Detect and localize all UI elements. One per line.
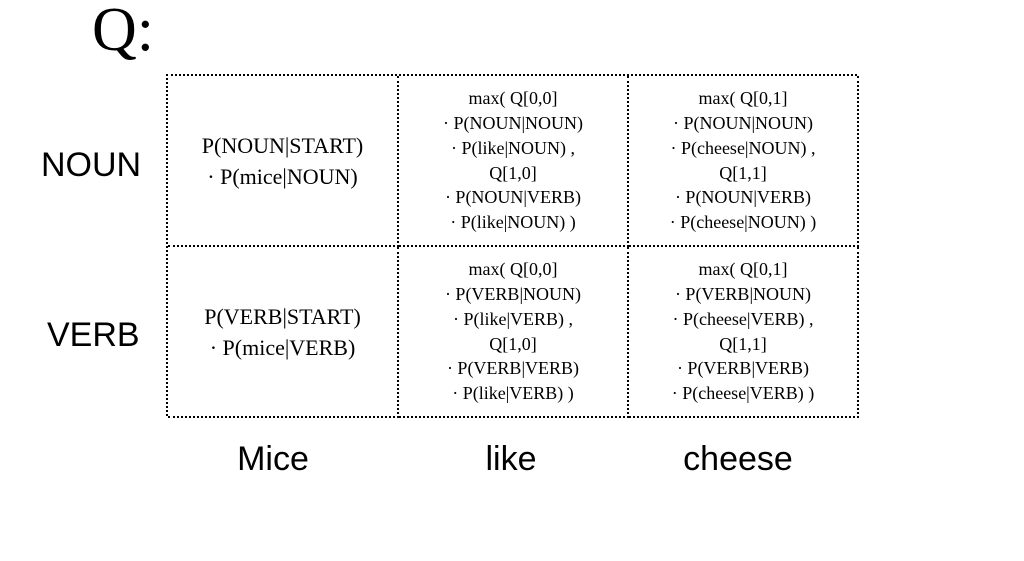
cell-line: · P(like|VERB) ) [452,383,574,404]
cell-line: · P(NOUN|VERB) [674,187,812,208]
cell-line: · P(like|NOUN) ) [450,212,576,233]
cell-line: · P(mice|NOUN) [207,163,358,189]
cell-line: · P(cheese|VERB) ) [671,383,815,404]
cell-line: · P(NOUN|VERB) [444,187,582,208]
cell-verb-cheese: max( Q[0,1] · P(VERB|NOUN) · P(cheese|VE… [629,247,859,418]
cell-line: · P(NOUN|NOUN) [672,112,814,133]
cell-line: · P(cheese|VERB) , [672,308,814,329]
cell-line: max( Q[0,0] [468,259,558,280]
cell-line: · P(VERB|VERB) [676,358,810,379]
cell-line: P(NOUN|START) [201,132,364,158]
column-label-cheese: cheese [683,440,793,478]
cell-line: · P(like|NOUN) , [450,137,576,158]
cell-line: P(VERB|START) [204,303,361,329]
cell-verb-mice: P(VERB|START) · P(mice|VERB) [168,247,399,418]
cell-line: · P(VERB|NOUN) [444,283,582,304]
cell-line: · P(cheese|NOUN) ) [669,212,817,233]
cell-line: · P(cheese|NOUN) , [670,137,816,158]
cell-line: · P(mice|VERB) [209,334,356,360]
cell-line: max( Q[0,0] [468,88,558,109]
cell-line: Q[1,1] [719,162,767,183]
q-table: P(NOUN|START) · P(mice|NOUN) max( Q[0,0]… [166,74,859,418]
cell-line: Q[1,0] [489,162,537,183]
cell-line: · P(NOUN|NOUN) [442,112,584,133]
cell-line: · P(VERB|VERB) [446,358,580,379]
cell-line: · P(like|VERB) , [452,308,574,329]
row-label-verb: VERB [47,316,140,354]
cell-line: max( Q[0,1] [698,259,788,280]
cell-noun-cheese: max( Q[0,1] · P(NOUN|NOUN) · P(cheese|NO… [629,76,859,247]
page-title: Q: [92,0,154,64]
cell-line: Q[1,1] [719,333,767,354]
column-label-mice: Mice [237,440,309,478]
column-label-like: like [485,440,537,478]
cell-line: Q[1,0] [489,333,537,354]
cell-verb-like: max( Q[0,0] · P(VERB|NOUN) · P(like|VERB… [399,247,629,418]
row-label-noun: NOUN [41,146,142,184]
cell-line: · P(VERB|NOUN) [674,283,812,304]
cell-noun-mice: P(NOUN|START) · P(mice|NOUN) [168,76,399,247]
cell-noun-like: max( Q[0,0] · P(NOUN|NOUN) · P(like|NOUN… [399,76,629,247]
cell-line: max( Q[0,1] [698,88,788,109]
